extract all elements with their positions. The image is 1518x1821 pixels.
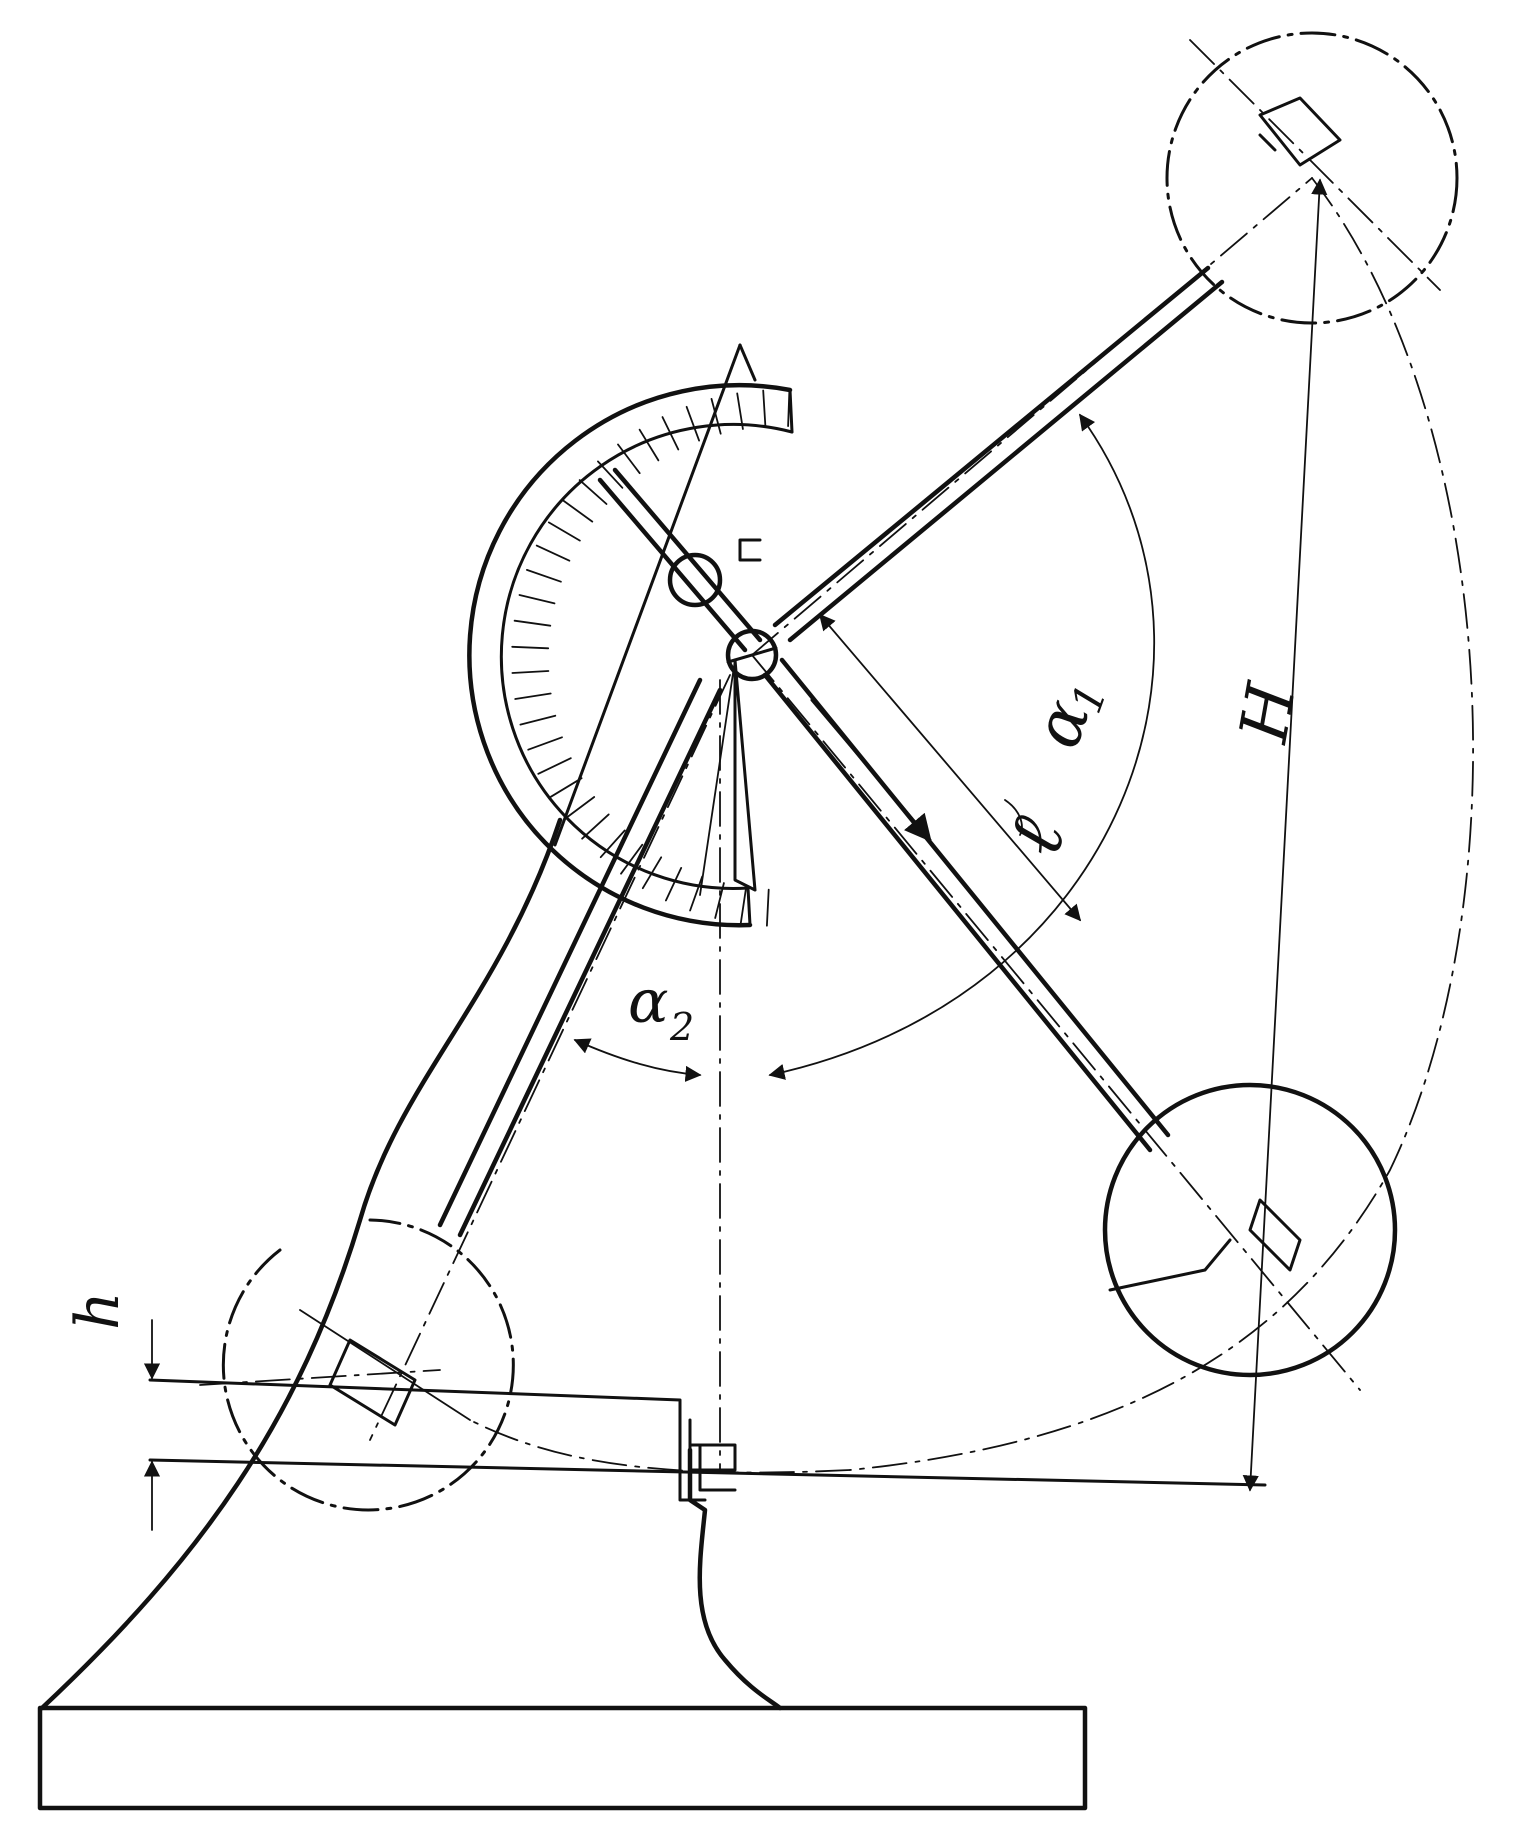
label-alpha1: α 1 [1018,678,1117,758]
pendulum-raised [751,31,1459,656]
height-H-dimension [1242,178,1328,1492]
scale-tick [762,389,767,428]
scale-tick [736,392,744,430]
scale-tick [661,416,680,451]
scale-tick [527,736,563,751]
graduated-scale [467,382,794,928]
length-symbol: ℓ [988,806,1083,867]
scale-tick [511,670,550,674]
alpha2-angle-arc [573,679,721,1471]
scale-tick [537,757,572,775]
length-l-dimension [818,613,1082,922]
label-alpha2: α 2 [628,967,694,1049]
scale-tick [787,389,791,428]
scale-tick [535,544,571,562]
pendulum-lower-right [751,654,1398,1391]
scale-tick [578,479,608,505]
scale-tick [689,875,704,912]
h-symbol: h [63,1291,133,1330]
alpha1-angle-arc [768,413,1155,1080]
scale-tick [710,397,722,435]
scale-tick [519,714,557,726]
alpha2-symbol: α [628,967,669,1037]
scale-tick [714,882,725,919]
scale-tick [526,569,562,583]
scale-tick [547,521,581,542]
drag-pointer [597,467,763,896]
label-h: h [63,1291,133,1330]
scale-tick [514,692,552,700]
scale-tick [638,428,660,462]
scale-tick [597,460,624,489]
swing-arcs [469,177,1474,1474]
scale-tick [581,813,610,840]
scale-tick [518,594,556,605]
scale-tick [513,619,552,627]
scale-tick [665,867,683,902]
scale-tick [599,829,626,859]
scale-tick [685,405,700,442]
scale-tick [549,777,583,798]
scale-tick [739,886,747,924]
scale-tick [562,499,594,523]
label-l: ℓ [988,806,1083,867]
scale-tick [620,843,644,875]
alpha2-subscript: 2 [669,1005,694,1049]
scale-tick [564,796,596,820]
base-plate [37,1705,1088,1811]
specimen-level-lines [148,1378,1267,1502]
height-symbol: H [1225,676,1311,748]
scale-tick [511,645,550,650]
scale-tick [641,856,663,890]
pendulum-lower-left [199,674,731,1512]
scale-tick [617,443,641,475]
scale-tick [766,888,770,927]
label-H: H [1225,676,1311,748]
